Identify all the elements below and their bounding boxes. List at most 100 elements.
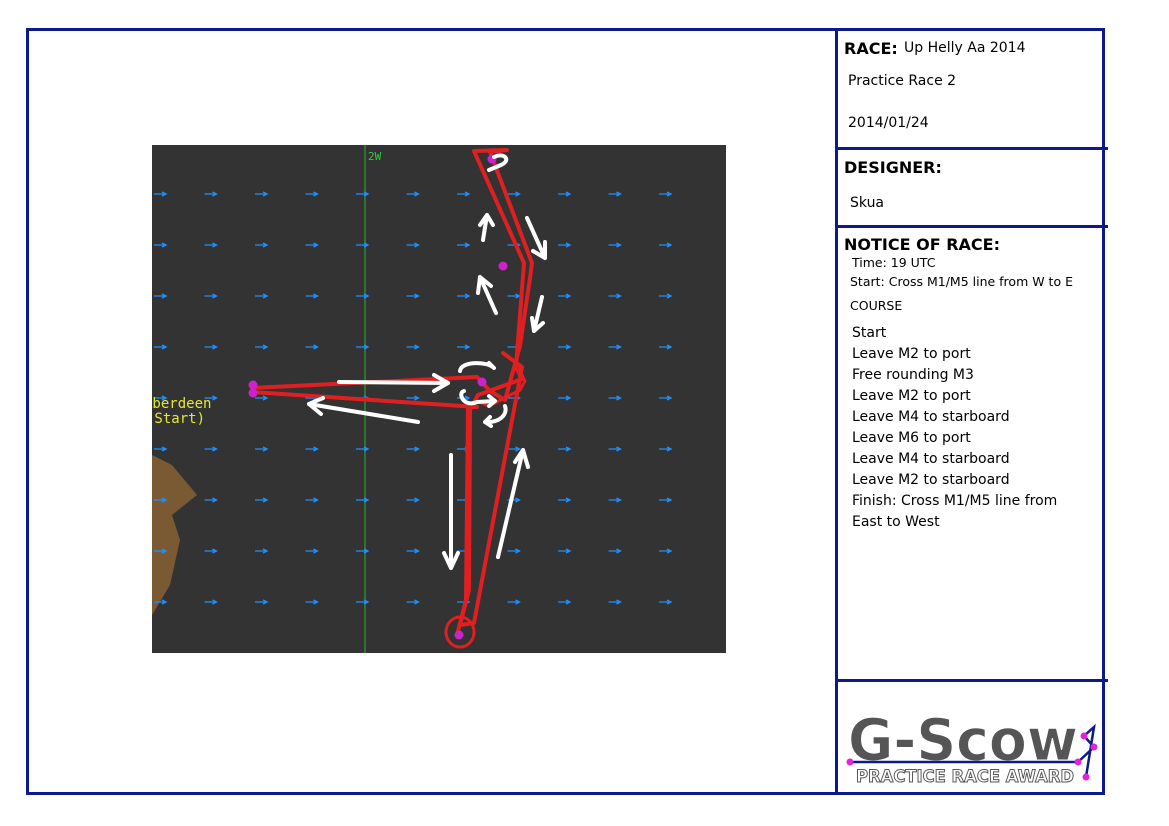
wind-arrow-icon: [608, 497, 622, 503]
wind-arrow-icon: [154, 242, 168, 248]
wind-arrow-icon: [558, 242, 572, 248]
wind-arrow-icon: [406, 497, 420, 503]
wind-arrow-icon: [659, 395, 673, 401]
course-step: Free rounding M3: [852, 367, 974, 383]
wind-arrow-icon: [356, 599, 370, 605]
wind-arrow-icon: [406, 293, 420, 299]
wind-arrow-icon: [154, 293, 168, 299]
wind-arrow-icon: [558, 191, 572, 197]
wind-arrow-icon: [608, 344, 622, 350]
wind-arrow-icon: [305, 191, 319, 197]
wind-arrow-icon: [255, 446, 269, 452]
course-chart: 2W Aberdeen (Start): [152, 145, 673, 653]
wind-arrows: [154, 191, 673, 605]
meridian-label: 2W: [368, 150, 382, 163]
wind-arrow-icon: [154, 395, 168, 401]
wind-arrow-icon: [305, 446, 319, 452]
wind-arrow-icon: [558, 446, 572, 452]
wind-arrow-icon: [659, 191, 673, 197]
wind-arrow-icon: [406, 599, 420, 605]
wind-arrow-icon: [457, 191, 471, 197]
wind-arrow-icon: [659, 242, 673, 248]
wind-arrow-icon: [305, 599, 319, 605]
wind-arrow-icon: [659, 599, 673, 605]
wind-arrow-icon: [154, 344, 168, 350]
wind-arrow-icon: [507, 548, 521, 554]
mark-m6: [454, 630, 464, 640]
wind-arrow-icon: [659, 344, 673, 350]
wind-arrow-icon: [255, 599, 269, 605]
wind-arrow-icon: [457, 344, 471, 350]
place-label-name: Aberdeen: [152, 396, 211, 412]
wind-arrow-icon: [255, 191, 269, 197]
wind-arrow-icon: [255, 344, 269, 350]
wind-arrow-icon: [204, 293, 218, 299]
wind-arrow-icon: [507, 599, 521, 605]
course-step: Leave M2 to port: [852, 388, 971, 404]
mark-m1: [248, 380, 258, 390]
info-panel: RACE: Up Helly Aa 2014 Practice Race 2 2…: [835, 31, 1108, 792]
notice-label: NOTICE OF RACE:: [844, 235, 1000, 254]
award-logo: G-Scow PRACTICE RACE AWARD: [838, 682, 1108, 792]
wind-arrow-icon: [356, 344, 370, 350]
wind-arrow-icon: [558, 395, 572, 401]
wind-arrow-icon: [204, 548, 218, 554]
wind-arrow-icon: [305, 344, 319, 350]
mark-m4: [498, 261, 508, 271]
course-step: Start: [852, 325, 887, 341]
course-step: Leave M4 to starboard: [852, 409, 1010, 425]
wind-arrow-icon: [558, 599, 572, 605]
wind-arrow-icon: [608, 599, 622, 605]
wind-arrow-icon: [659, 446, 673, 452]
race-subtitle: Practice Race 2: [848, 73, 957, 89]
designer-box: DESIGNER: Skua: [838, 150, 1108, 228]
wind-arrow-icon: [305, 548, 319, 554]
course-step: Leave M2 to port: [852, 346, 971, 362]
g-scow-logo: G-Scow PRACTICE RACE AWARD: [846, 706, 1098, 788]
wind-arrow-icon: [305, 242, 319, 248]
wind-arrow-icon: [406, 344, 420, 350]
wind-arrow-icon: [204, 599, 218, 605]
wind-arrow-icon: [356, 242, 370, 248]
wind-arrow-icon: [406, 395, 420, 401]
direction-arrows: [307, 153, 547, 570]
coastline-land: [152, 455, 197, 615]
race-date: 2014/01/24: [848, 115, 929, 131]
logo-dots-icon: [846, 732, 1098, 781]
logo-title: G-Scow: [848, 706, 1078, 774]
course-map: 2W Aberdeen (Start): [152, 145, 726, 653]
wind-arrow-icon: [558, 344, 572, 350]
race-name: Up Helly Aa 2014: [904, 40, 1026, 56]
course-step: Finish: Cross M1/M5 line from: [852, 493, 1058, 509]
wind-arrow-icon: [255, 497, 269, 503]
wind-arrow-icon: [457, 293, 471, 299]
course-step: Leave M4 to starboard: [852, 451, 1010, 467]
wind-arrow-icon: [356, 446, 370, 452]
map-area: 2W Aberdeen (Start): [29, 31, 836, 792]
wind-arrow-icon: [356, 497, 370, 503]
wind-arrow-icon: [204, 446, 218, 452]
course-step: East to West: [852, 514, 940, 530]
wind-arrow-icon: [154, 446, 168, 452]
notice-start: Start: Cross M1/M5 line from W to E: [850, 274, 1073, 289]
wind-arrow-icon: [558, 497, 572, 503]
notice-box: NOTICE OF RACE: Time: 19 UTC Start: Cros…: [838, 228, 1108, 682]
wind-arrow-icon: [406, 242, 420, 248]
wind-arrow-icon: [406, 191, 420, 197]
wind-arrow-icon: [507, 293, 521, 299]
wind-arrow-icon: [255, 548, 269, 554]
wind-arrow-icon: [507, 446, 521, 452]
wind-arrow-icon: [204, 242, 218, 248]
wind-arrow-icon: [659, 548, 673, 554]
wind-arrow-icon: [154, 548, 168, 554]
wind-arrow-icon: [154, 191, 168, 197]
course-step: Leave M6 to port: [852, 430, 971, 446]
wind-arrow-icon: [608, 191, 622, 197]
wind-arrow-icon: [204, 344, 218, 350]
wind-arrow-icon: [204, 497, 218, 503]
wind-arrow-icon: [659, 293, 673, 299]
wind-arrow-icon: [255, 293, 269, 299]
race-box: RACE: Up Helly Aa 2014 Practice Race 2 2…: [838, 31, 1108, 150]
wind-arrow-icon: [558, 293, 572, 299]
wind-arrow-icon: [255, 242, 269, 248]
